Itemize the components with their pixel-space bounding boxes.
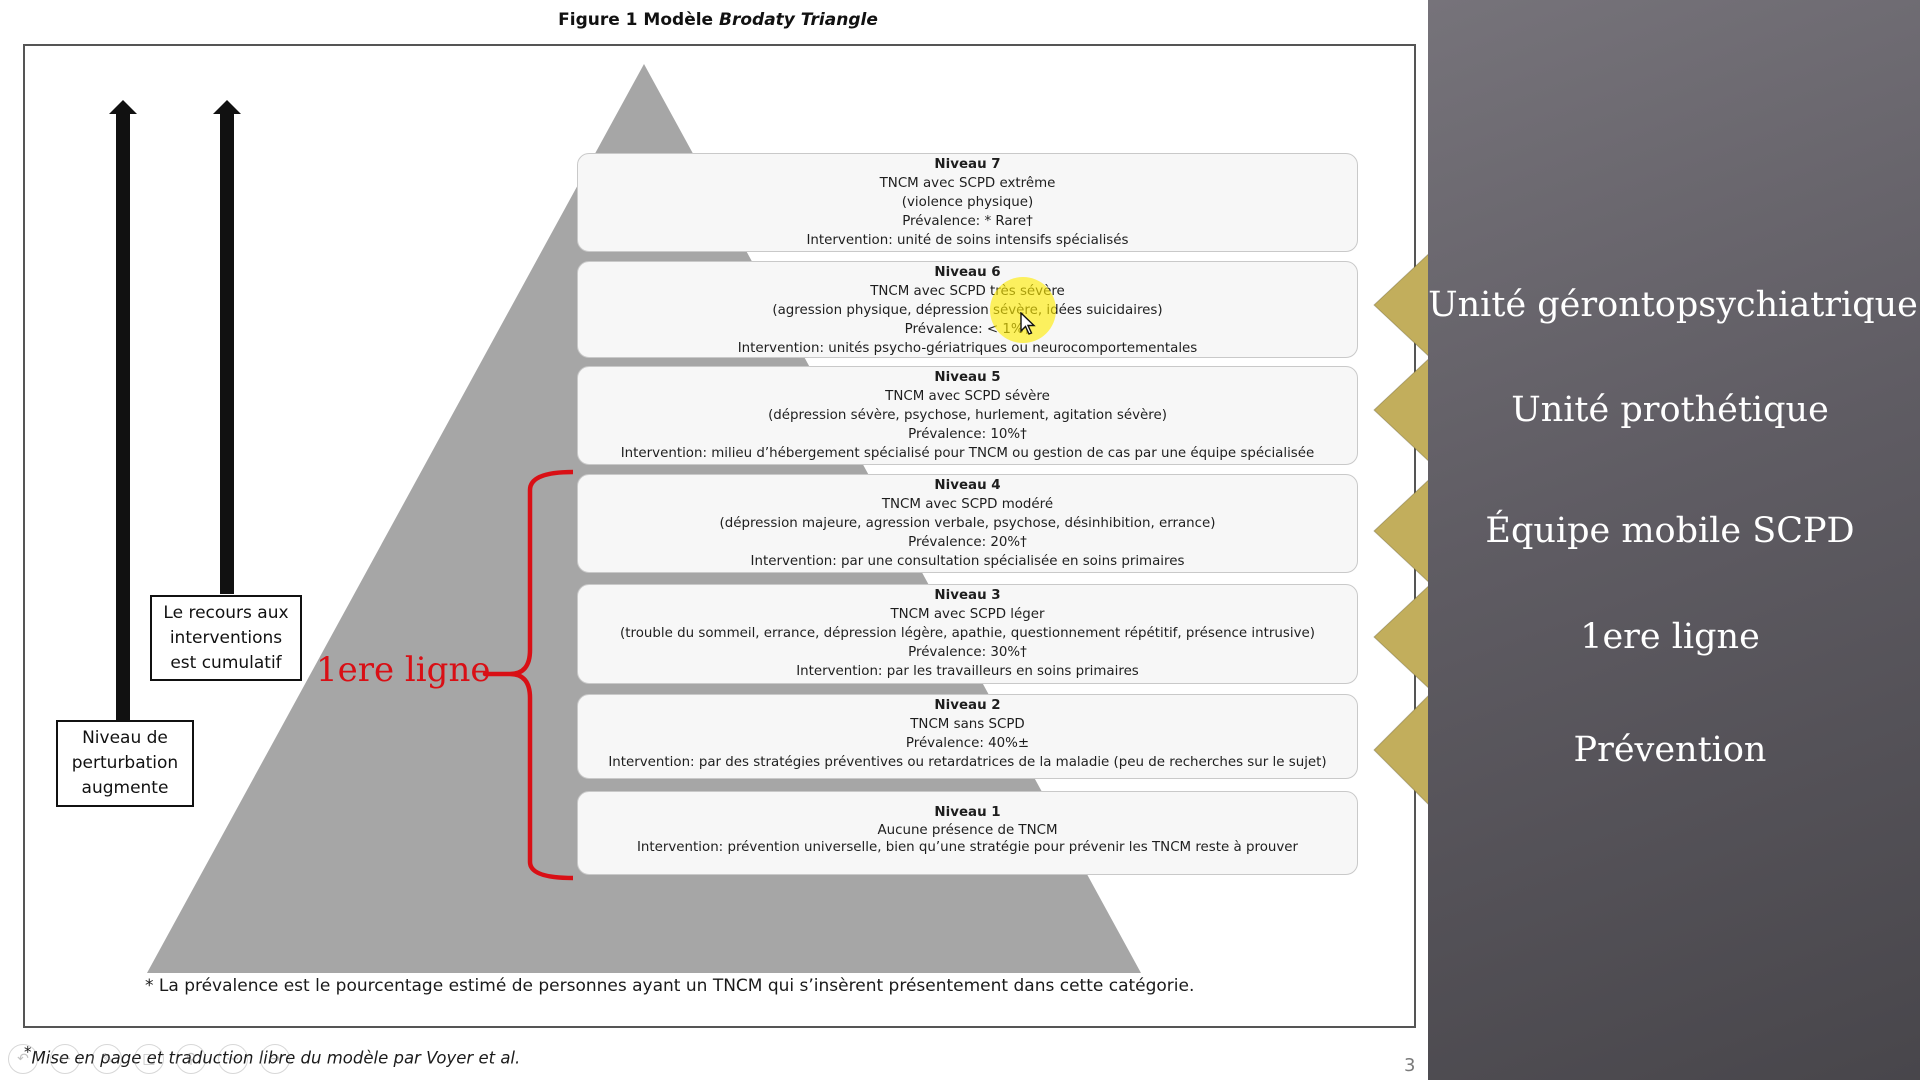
level-3-line: Intervention: par les travailleurs en so… (796, 664, 1139, 679)
level-7-line: (violence physique) (901, 195, 1034, 210)
level-1-box: Niveau 1 Aucune présence de TNCM Interve… (577, 791, 1358, 875)
level-5-line: Prévalence: 10%† (908, 427, 1027, 442)
slides-icon[interactable]: □ (134, 1044, 164, 1074)
arrow-label-prothetique: Unité prothétique (1511, 390, 1829, 430)
level-1-line: Intervention: prévention universelle, bi… (636, 840, 1299, 855)
figure-title-text: Figure 1 Modèle (558, 10, 720, 30)
level-6-box: Niveau 6 TNCM avec SCPD très sévère (agr… (577, 261, 1358, 358)
arrow-label-geronto: Unité gérontopsychiatrique (1428, 285, 1918, 325)
level-5-line: (dépression sévère, psychose, hurlement,… (768, 408, 1167, 423)
level-7-line: TNCM avec SCPD extrême (879, 176, 1056, 191)
level-4-line: Intervention: par une consultation spéci… (750, 554, 1185, 569)
level-2-line: TNCM sans SCPD (910, 717, 1025, 732)
level-2-box: Niveau 2 TNCM sans SCPD Prévalence: 40%±… (577, 694, 1358, 779)
level-6-title: Niveau 6 (934, 265, 1001, 280)
nav-prev-icon[interactable]: ← (50, 1044, 80, 1074)
side-box-line: Niveau de (82, 728, 168, 748)
level-7-box: Niveau 7 TNCM avec SCPD extrême (violenc… (577, 153, 1358, 252)
bracket-label: 1ere ligne (316, 650, 491, 690)
slide-canvas: Figure 1 Modèle Brodaty Triangle Niveau … (8, 10, 1893, 1076)
zoom-icon[interactable]: ⚲ (176, 1044, 206, 1074)
level-3-title: Niveau 3 (934, 588, 1001, 603)
arrow-label-equipe-mobile: Équipe mobile SCPD (1485, 511, 1855, 551)
red-bracket (482, 469, 574, 881)
level-1-line: Aucune présence de TNCM (877, 822, 1058, 838)
disturbance-level-box: Niveau de perturbation augmente (56, 720, 194, 807)
level-7-line: Intervention: unité de soins intensifs s… (806, 233, 1129, 248)
level-3-box: Niveau 3 TNCM avec SCPD léger (trouble d… (577, 584, 1358, 684)
level-6-line: Intervention: unités psycho-gériatriques… (737, 341, 1198, 356)
side-box-line: Le recours aux (163, 602, 289, 623)
level-7-line: Prévalence: * Rare† (902, 214, 1033, 229)
level-4-line: TNCM avec SCPD modéré (881, 497, 1054, 512)
level-4-line: (dépression majeure, agression verbale, … (719, 516, 1216, 531)
nav-next-icon[interactable]: → (260, 1044, 290, 1074)
level-4-line: Prévalence: 20%† (908, 535, 1027, 550)
level-1-title: Niveau 1 (934, 805, 1001, 820)
level-2-line: Prévalence: 40%± (905, 736, 1030, 751)
cursor-highlight (990, 277, 1056, 343)
level-6-line: TNCM avec SCPD très sévère (870, 284, 1065, 299)
arrow-label-prevention: Prévention (1573, 730, 1767, 770)
level-4-title: Niveau 4 (934, 478, 1001, 493)
right-panel (1428, 0, 1920, 1080)
level-3-line: Prévalence: 30%† (908, 645, 1027, 660)
cumulative-interventions-box: Le recours aux interventions est cumulat… (150, 595, 302, 681)
menu-icon[interactable]: ⋯ (218, 1044, 248, 1074)
level-5-line: Intervention: milieu d’hébergement spéci… (620, 446, 1315, 461)
side-box-line: interventions (169, 627, 283, 648)
level-5-box: Niveau 5 TNCM avec SCPD sévère (dépressi… (577, 366, 1358, 465)
level-5-line: TNCM avec SCPD sévère (885, 389, 1050, 404)
nav-back-icon[interactable]: ↶ (8, 1044, 38, 1074)
prevalence-footnote: * La prévalence est le pourcentage estim… (145, 976, 1195, 996)
side-box-line: est cumulatif (170, 652, 282, 673)
level-2-title: Niveau 2 (934, 698, 1001, 713)
level-3-line: TNCM avec SCPD léger (890, 607, 1045, 622)
side-box-line: augmente (81, 778, 169, 798)
level-6-line: (agression physique, dépression sévère, … (772, 303, 1163, 318)
page-number: 3 (1404, 1055, 1416, 1076)
level-2-line: Intervention: par des stratégies prévent… (608, 755, 1327, 770)
pen-icon[interactable]: ✎ (92, 1044, 122, 1074)
arrow-label-premiere-ligne: 1ere ligne (1580, 617, 1760, 657)
level-3-line: (trouble du sommeil, errance, dépression… (620, 626, 1315, 641)
escalation-arrow-left (109, 100, 137, 720)
figure-title-italic: Brodaty Triangle (719, 10, 878, 30)
escalation-arrow-right (213, 100, 241, 594)
level-6-line: Prévalence: < 1%† (904, 322, 1031, 337)
level-5-title: Niveau 5 (934, 370, 1001, 385)
level-4-box: Niveau 4 TNCM avec SCPD modéré (dépressi… (577, 474, 1358, 573)
level-7-title: Niveau 7 (934, 157, 1001, 172)
figure-title: Figure 1 Modèle Brodaty Triangle (0, 10, 1436, 30)
side-box-line: perturbation (71, 753, 179, 773)
mouse-cursor-icon (1020, 312, 1036, 335)
